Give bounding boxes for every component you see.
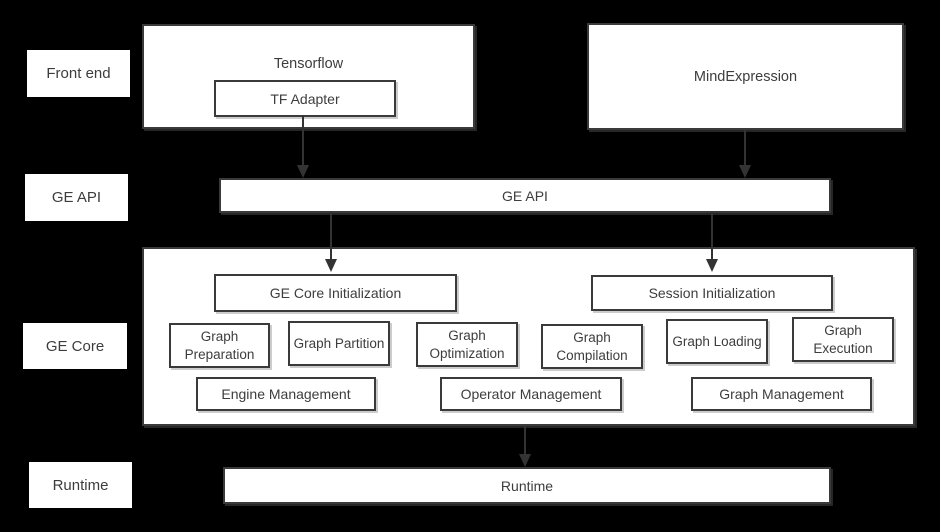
arrow-shaft [330,212,332,261]
arrow-shaft [302,115,304,167]
arrow-ge-api-to-ge-core-initialization [325,212,337,272]
arrow-tf-adapter-to-ge-api [297,115,309,178]
arrow-shaft [524,426,526,456]
ge-core-initialization-box: GE Core Initialization [214,274,457,312]
ge-api-bar: GE API [219,178,831,213]
arrow-mindexpression-to-ge-api [739,130,751,178]
graph-execution-box: Graph Execution [792,317,894,362]
arrow-ge-api-to-session-initialization [706,212,718,272]
tensorflow-box: Tensorflow TF Adapter [142,24,475,129]
mindexpression-box: MindExpression [587,23,904,130]
operator-management-box: Operator Management [440,377,622,411]
graph-management-box: Graph Management [691,377,872,411]
graph-loading-box: Graph Loading [666,319,768,364]
row-label-ge-core: GE Core [23,323,127,369]
graph-partition-box: Graph Partition [288,321,390,366]
row-label-runtime: Runtime [29,462,132,508]
arrow-ge-core-to-runtime [519,426,531,467]
arrow-head [706,259,718,272]
arrow-head [739,165,751,178]
session-initialization-box: Session Initialization [591,275,833,311]
arrow-head [297,165,309,178]
runtime-bar: Runtime [223,467,831,504]
graph-compilation-box: Graph Compilation [541,324,643,369]
arrow-head [519,454,531,467]
tensorflow-label: Tensorflow [273,56,344,72]
tf-adapter-box: TF Adapter [214,80,396,117]
row-label-front-end: Front end [27,50,130,97]
graph-optimization-box: Graph Optimization [416,322,518,367]
engine-management-box: Engine Management [196,377,376,411]
arrow-head [325,259,337,272]
arrow-shaft [744,130,746,167]
graph-preparation-box: Graph Preparation [169,323,270,368]
arrow-shaft [711,212,713,261]
row-label-ge-api: GE API [25,174,128,221]
ge-core-box: GE Core Initialization Session Initializ… [142,247,915,426]
